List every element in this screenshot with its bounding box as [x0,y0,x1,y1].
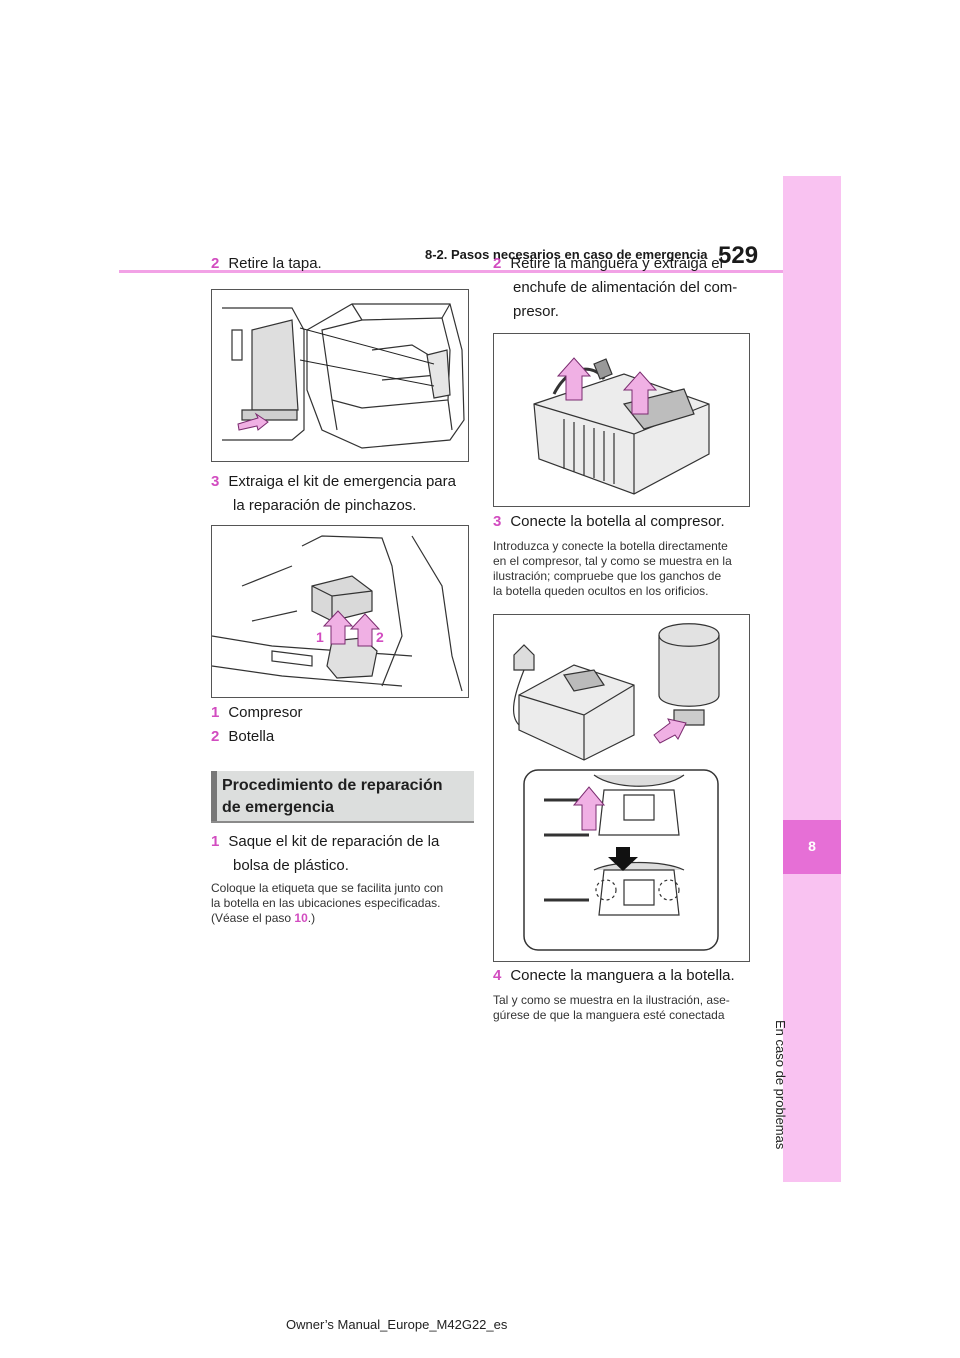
proc-step-1: 1 Saque el kit de reparación de la [211,830,439,854]
step-text-line1: Retire la manguera y extraiga el [510,255,723,272]
header-rule [119,270,783,273]
procedure-heading-box [211,771,474,821]
step-text: Conecte la manguera a la botella. [510,967,735,984]
legend-text: Compresor [228,704,303,721]
step-text: Conecte la botella al compresor. [510,513,725,530]
chapter-title: En caso de problemas [773,1020,788,1150]
legend-compresor: 1 Compresor [211,701,303,725]
step-3-extraiga-kit: 3 Extraiga el kit de emergencia para [211,470,456,494]
note-line2: gúrese de que la manguera esté conectada [493,1008,725,1022]
note-line3: (Véase el paso 10.) [211,911,471,926]
kit-extraction-illustration: 1 2 [212,535,463,692]
step-text-line1: Saque el kit de reparación de la [228,833,440,850]
footer-manual-id: Owner’s Manual_Europe_M42G22_es [286,1317,508,1332]
section-title: 8-2. Pasos necesarios en caso de emergen… [425,247,708,262]
right-step-3-note: Introduzca y conecte la botella directam… [493,539,758,599]
figure-remove-cover [211,289,469,462]
legend-text: Botella [228,728,275,745]
proc-step-1-note: Coloque la etiqueta que se facilita junt… [211,881,471,926]
fig-label-2: 2 [376,629,384,645]
step-number: 3 [211,473,220,490]
note-line1: Coloque la etiqueta que se facilita junt… [211,881,444,895]
figure-remove-hose [493,333,750,507]
page-number: 529 [718,242,759,269]
step-2-retire-tapa: 2 Retire la tapa. [211,252,322,276]
step-number: 3 [493,513,502,530]
procedure-heading-rule [211,821,474,823]
note-ref-suffix: .) [307,911,316,925]
step-text-line1: Extraiga el kit de emergencia para [228,473,456,490]
note-ref-prefix: (Véase el paso [211,911,295,925]
right-step-4-note: Tal y como se muestra en la ilustración,… [493,993,758,1023]
note-line1: Tal y como se muestra en la ilustración,… [493,993,730,1007]
step-number: 4 [493,967,502,984]
right-step-2-line3: presor. [513,303,559,320]
note-line2: en el compresor, tal y como se muestra e… [493,554,732,568]
step-number: 2 [211,255,220,272]
chapter-number-box [783,820,841,874]
note-line1: Introduzca y conecte la botella directam… [493,539,728,553]
trunk-cover-illustration [222,303,465,449]
right-step-2: 2 Retire la manguera y extraiga el [493,252,723,276]
step-text: Retire la tapa. [228,255,322,272]
fig-label-1: 1 [316,629,324,645]
legend-number: 2 [211,728,220,745]
legend-botella: 2 Botella [211,725,274,749]
proc-step-1-line2: bolsa de plástico. [233,857,349,874]
legend-number: 1 [211,704,220,721]
step-number: 2 [493,255,502,272]
step-3-line2: la reparación de pinchazos. [233,497,417,514]
right-step-3: 3 Conecte la botella al compresor. [493,510,725,534]
note-step-ref: 10 [294,911,308,925]
note-line2: la botella en las ubicaciones especifica… [211,896,441,910]
note-line4: la botella queden ocultos en los orifici… [493,584,709,598]
chapter-number: 8 [808,838,816,854]
note-line3: ilustración; compruebe que los ganchos d… [493,569,722,583]
right-step-4: 4 Conecte la manguera a la botella. [493,964,735,988]
chapter-side-tab [783,176,841,1182]
procedure-heading-line2: de emergencia [222,799,335,816]
right-step-2-line2: enchufe de alimentación del com- [513,279,738,296]
figure-connect-bottle [493,614,750,962]
procedure-heading-line1: Procedimiento de reparación [222,777,443,794]
compressor-hose-illustration [533,357,710,495]
step-number: 1 [211,833,220,850]
procedure-heading: Procedimiento de reparación de emergenci… [222,775,462,819]
figure-extract-kit: 1 2 [211,525,469,698]
bottle-compressor-illustration [512,623,720,951]
